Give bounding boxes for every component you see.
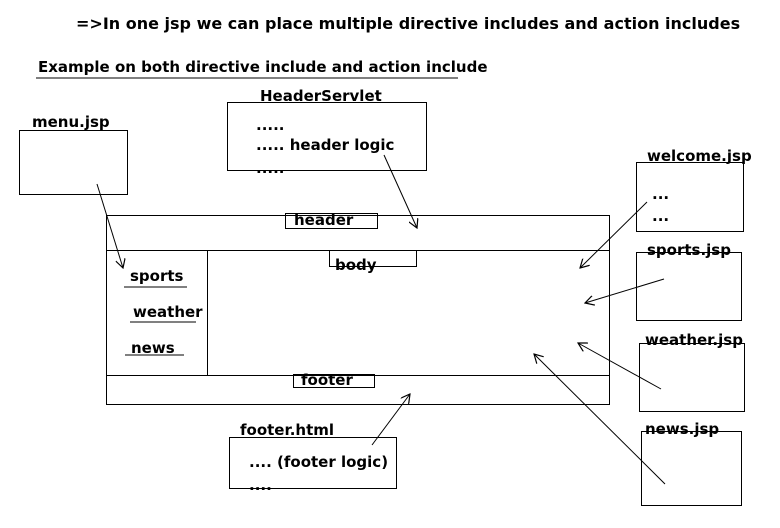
header-label-box [285, 213, 378, 229]
menu-item-news: news [131, 339, 175, 357]
header-servlet-line-1: ..... [256, 116, 285, 134]
header-servlet-line-2: ..... header logic [256, 136, 395, 154]
diagram-subheading: Example on both directive include and ac… [38, 58, 488, 76]
menu-jsp-title: menu.jsp [32, 113, 110, 131]
welcome-jsp-line-1: ... [652, 185, 670, 203]
diagram-heading: =>In one jsp we can place multiple direc… [76, 14, 741, 33]
body-region [207, 250, 610, 376]
welcome-jsp-title: welcome.jsp [647, 147, 752, 165]
weather-jsp-title: weather.jsp [645, 331, 743, 349]
footer-html-line-1: .... (footer logic) [249, 453, 389, 471]
footer-label-box [293, 374, 375, 388]
footer-html-box: .... (footer logic) .... [229, 437, 397, 494]
header-label: header [294, 211, 354, 229]
welcome-jsp-box: ... ... [636, 162, 744, 232]
footer-html-title: footer.html [240, 421, 335, 439]
body-label-box [329, 250, 417, 267]
sports-jsp-title: sports.jsp [647, 241, 731, 259]
sports-jsp-box [636, 252, 742, 321]
news-jsp-box [641, 431, 742, 506]
menu-region [106, 250, 208, 376]
body-label: body [335, 256, 377, 274]
footer-label: footer [301, 371, 353, 389]
menu-jsp-box [19, 130, 128, 195]
menu-item-sports: sports [130, 267, 184, 285]
header-servlet-line-3: ..... [256, 159, 285, 177]
welcome-jsp-line-2: ... [652, 207, 670, 225]
weather-jsp-box [639, 343, 745, 412]
header-servlet-box: ..... ..... header logic ..... [227, 102, 427, 177]
header-servlet-title: HeaderServlet [260, 87, 382, 105]
footer-html-line-2: .... [249, 476, 272, 494]
menu-item-weather: weather [133, 303, 203, 321]
